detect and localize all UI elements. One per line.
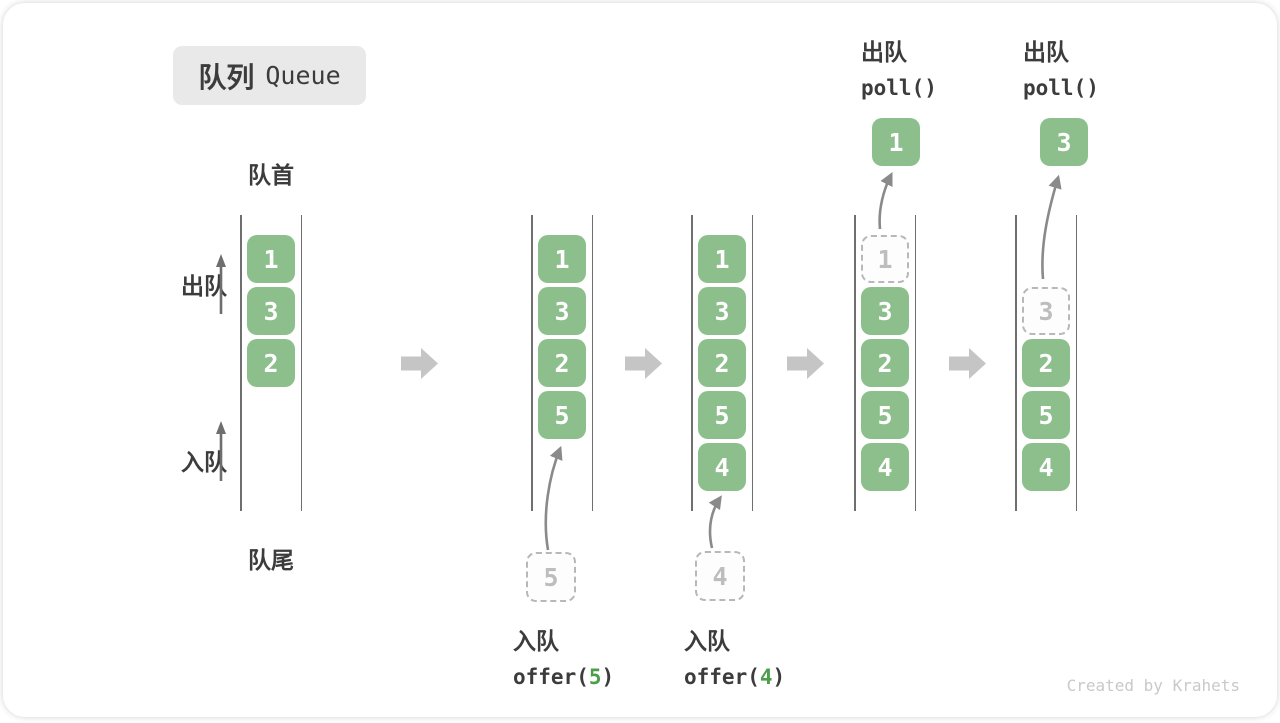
dequeue-op-code: poll() (1023, 76, 1099, 100)
credit-text: Created by Krahets (1066, 676, 1240, 695)
popped-element: 3 (1040, 118, 1088, 166)
code-open: offer( (513, 665, 589, 689)
code-arg: 4 (759, 665, 773, 689)
queue-state-2: 1 3 2 5 (531, 215, 593, 511)
queue-element: 4 (1022, 443, 1070, 491)
code-close: ) (601, 665, 615, 689)
queue-element: 3 (861, 287, 909, 335)
popped-element: 1 (872, 118, 920, 166)
queue-element: 5 (538, 391, 586, 439)
queue-element: 2 (1022, 339, 1070, 387)
queue-front-label: 队首 (248, 163, 294, 189)
flow-arrow-icon (949, 348, 986, 379)
enqueue-op-zh: 入队 (684, 629, 730, 655)
code-arg: 5 (588, 665, 602, 689)
queue-element: 2 (861, 339, 909, 387)
queue-element: 5 (1022, 391, 1070, 439)
code-close: ) (772, 665, 786, 689)
queue-rail (751, 215, 753, 511)
enqueue-label: 入队 (181, 450, 227, 476)
dequeue-op-code: poll() (861, 76, 937, 100)
queue-element: 3 (538, 287, 586, 335)
dequeue-up-arrow-icon (216, 254, 226, 314)
queue-rail (1075, 215, 1077, 511)
incoming-element-ghost: 4 (695, 551, 745, 601)
queue-element: 1 (538, 235, 586, 283)
code-open: offer( (684, 665, 760, 689)
dequeue-op-zh: 出队 (861, 40, 907, 66)
queue-rail (1015, 215, 1017, 511)
queue-element: 3 (698, 287, 746, 335)
incoming-element-ghost: 5 (526, 552, 576, 602)
dequeue-label: 出队 (181, 274, 227, 300)
queue-element: 5 (698, 391, 746, 439)
queue-element: 2 (698, 339, 746, 387)
queue-element: 3 (247, 287, 295, 335)
dequeue-operation-label: 出队 poll() (861, 33, 937, 100)
queue-state-5: 3 2 5 4 (1015, 215, 1077, 511)
queue-state-3: 1 3 2 5 4 (691, 215, 753, 511)
title-zh: 队列 (198, 60, 255, 94)
enqueue-op-code: offer(4) (684, 665, 785, 689)
queue-rail (914, 215, 916, 511)
diagram-card: 队列 Queue 队首 队尾 出队 入队 1 3 2 1 3 2 5 5 入队 … (3, 3, 1277, 717)
queue-element: 2 (538, 339, 586, 387)
queue-element: 4 (698, 443, 746, 491)
queue-rail (531, 215, 533, 511)
queue-element: 1 (247, 235, 295, 283)
enqueue-op-zh: 入队 (513, 629, 559, 655)
queue-state-1: 1 3 2 (240, 215, 302, 511)
queue-rail (300, 215, 302, 511)
queue-element: 1 (698, 235, 746, 283)
title-en: Queue (265, 61, 341, 90)
removed-element-ghost: 1 (861, 235, 909, 283)
enqueue-operation-label: 入队 offer(5) (513, 622, 614, 689)
enqueue-op-code: offer(5) (513, 665, 614, 689)
title-badge: 队列 Queue (173, 46, 366, 105)
enqueue-operation-label: 入队 offer(4) (684, 622, 785, 689)
queue-rail (854, 215, 856, 511)
enqueue-up-arrow-icon (216, 421, 226, 481)
queue-rear-label: 队尾 (248, 548, 294, 574)
queue-rail (691, 215, 693, 511)
queue-rail (240, 215, 242, 511)
queue-element: 2 (247, 339, 295, 387)
dequeue-operation-label: 出队 poll() (1023, 33, 1099, 100)
queue-state-4: 1 3 2 5 4 (854, 215, 916, 511)
queue-element: 5 (861, 391, 909, 439)
flow-arrow-icon (625, 348, 662, 379)
flow-arrow-icon (401, 348, 438, 379)
flow-arrow-icon (787, 348, 824, 379)
queue-element: 4 (861, 443, 909, 491)
removed-element-ghost: 3 (1022, 287, 1070, 335)
dequeue-op-zh: 出队 (1023, 40, 1069, 66)
queue-rail (591, 215, 593, 511)
